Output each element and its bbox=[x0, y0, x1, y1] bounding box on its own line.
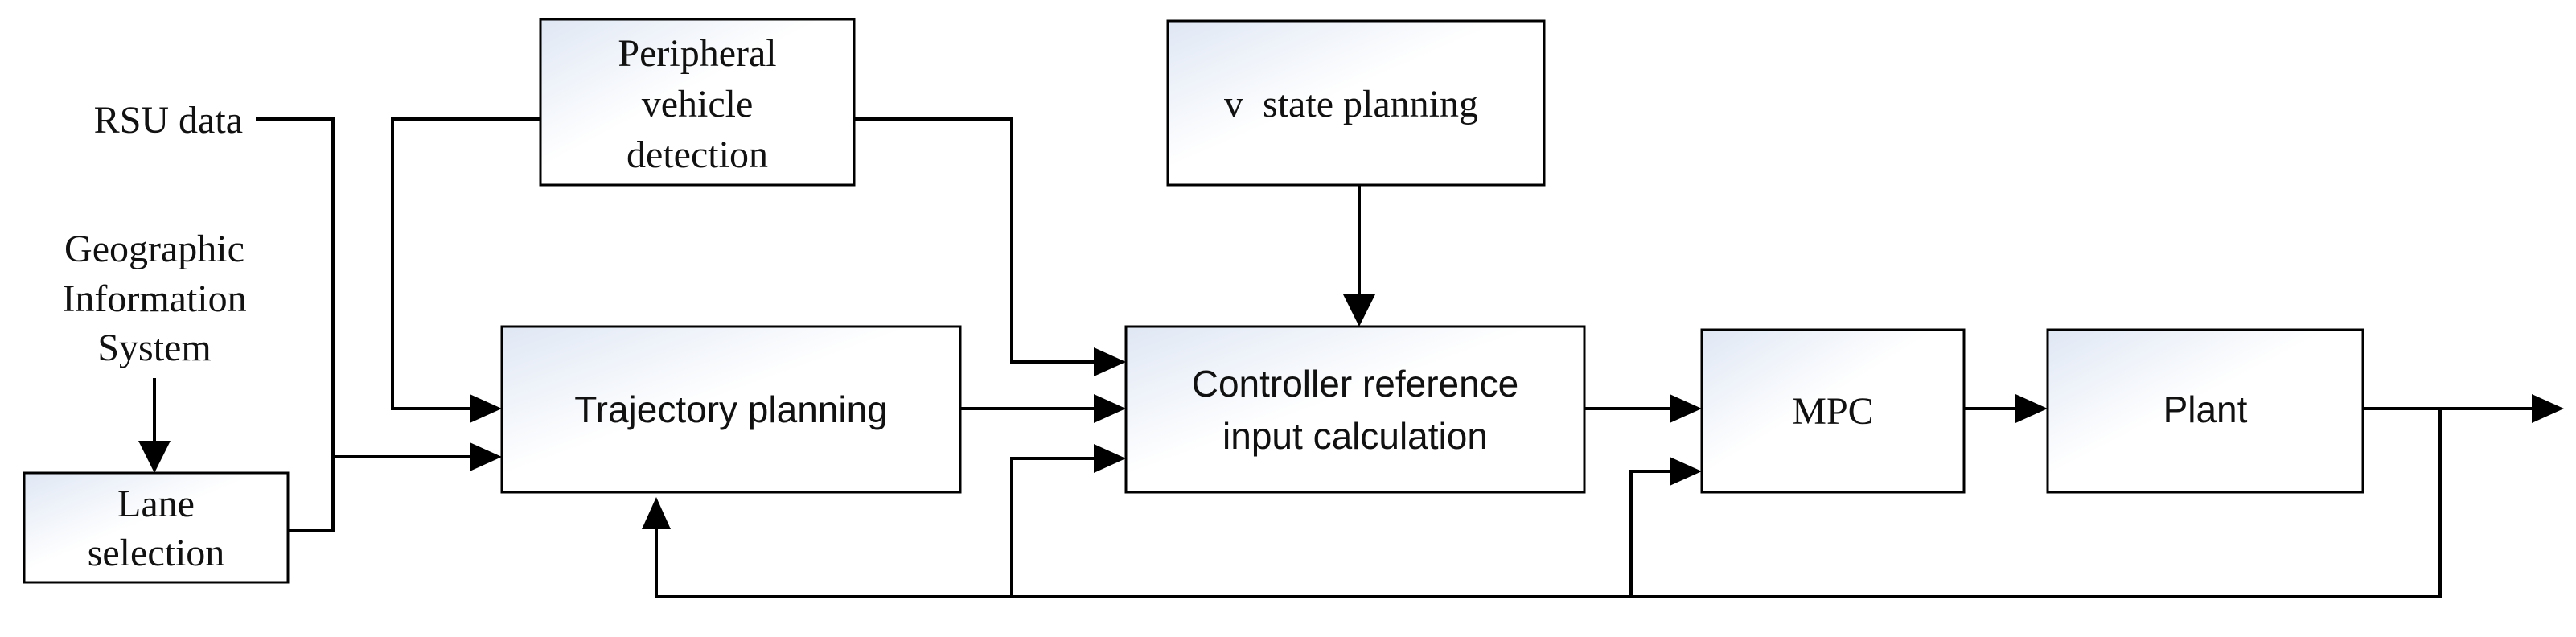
gis-label-line3: System bbox=[97, 327, 211, 369]
peripheral-to-controller-line bbox=[854, 117, 1095, 364]
lane-selection-block: Lane selection bbox=[23, 471, 290, 584]
gis-label-line1: Geographic bbox=[64, 228, 244, 270]
plant-block: Plant bbox=[2046, 328, 2364, 494]
feedback-to-mpc-line bbox=[1629, 470, 1671, 597]
v-state-planning-block: v state planning bbox=[1166, 19, 1546, 187]
rsu-data-label: RSU data bbox=[94, 99, 243, 142]
mpc-block: MPC bbox=[1700, 328, 1966, 494]
trajectory-planning-block: Trajectory planning bbox=[500, 325, 962, 494]
feedback-bus-line bbox=[655, 409, 2442, 598]
vstate-to-controller-arrowhead bbox=[1343, 294, 1375, 327]
trajectory-to-controller-arrowhead bbox=[1094, 394, 1126, 423]
feedback-to-mpc-arrowhead bbox=[1670, 457, 1702, 486]
feedback-to-controller-arrowhead bbox=[1094, 444, 1126, 473]
plant-output-arrowhead bbox=[2532, 394, 2564, 423]
mpc-label: MPC bbox=[1792, 390, 1873, 433]
controller-to-mpc-arrowhead bbox=[1670, 394, 1702, 423]
peripheral-label-line3: detection bbox=[627, 134, 768, 176]
lane-selection-line2: selection bbox=[88, 532, 225, 574]
gis-label-line2: Information bbox=[62, 277, 246, 320]
lane-selection-line1: Lane bbox=[117, 483, 195, 525]
rsu-to-trajectory-line bbox=[256, 117, 471, 458]
gis-to-lane-arrowhead bbox=[138, 441, 171, 473]
rsu-to-trajectory-arrowhead bbox=[470, 442, 502, 471]
mpc-to-plant-arrowhead bbox=[2015, 394, 2048, 423]
feedback-to-trajectory-arrowhead bbox=[642, 497, 671, 529]
feedback-to-controller-line bbox=[1010, 457, 1095, 597]
lane-to-trajectory-line bbox=[288, 457, 335, 532]
peripheral-to-trajectory-arrowhead bbox=[470, 394, 502, 423]
peripheral-label-line1: Peripheral bbox=[618, 32, 776, 75]
controller-reference-block: Controller reference input calculation bbox=[1124, 325, 1586, 494]
controller-label-line2: input calculation bbox=[1222, 415, 1488, 457]
peripheral-to-trajectory-line bbox=[391, 117, 540, 410]
peripheral-to-controller-arrowhead bbox=[1094, 347, 1126, 376]
v-state-planning-label: v state planning bbox=[1224, 83, 1478, 125]
trajectory-planning-label: Trajectory planning bbox=[574, 388, 888, 430]
connections bbox=[138, 117, 2564, 598]
controller-label-line1: Controller reference bbox=[1192, 363, 1519, 405]
peripheral-vehicle-detection-block: Peripheral vehicle detection bbox=[539, 18, 856, 187]
plant-label: Plant bbox=[2163, 388, 2248, 430]
peripheral-label-line2: vehicle bbox=[642, 83, 754, 125]
